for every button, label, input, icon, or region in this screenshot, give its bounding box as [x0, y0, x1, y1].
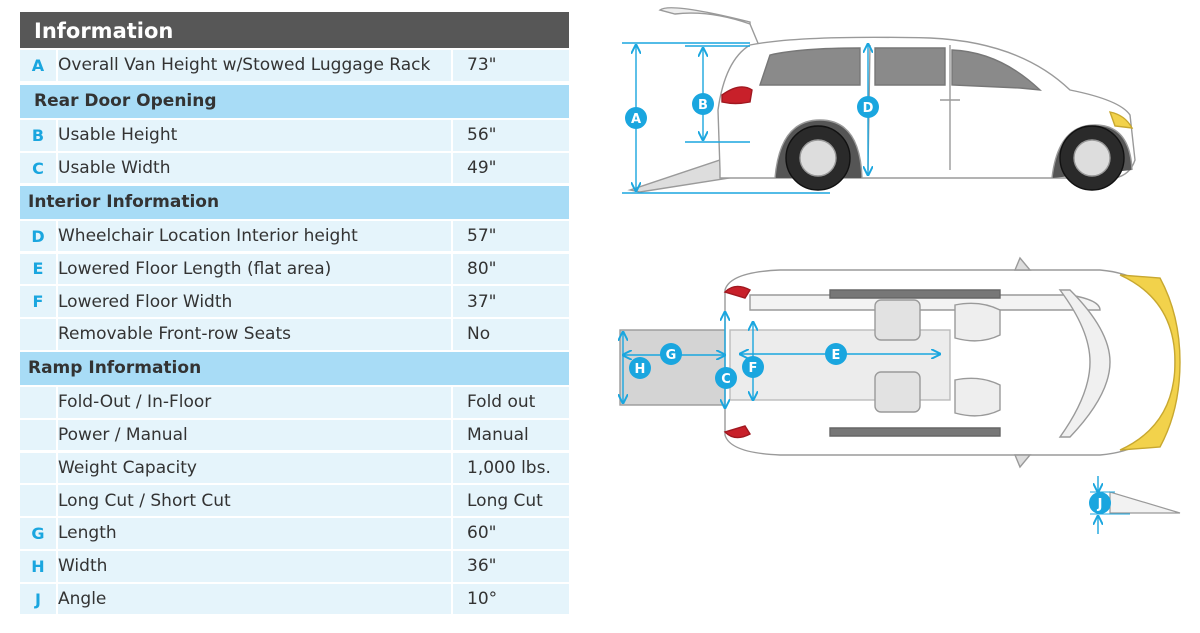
row-key [20, 319, 56, 350]
marker-j: J [1097, 497, 1103, 512]
row-label: Usable Width [58, 152, 451, 184]
row-value: Long Cut [453, 485, 569, 516]
row-key: C [20, 152, 56, 184]
marker-f: F [742, 356, 764, 378]
row-label: Wheelchair Location Interior height [58, 220, 451, 252]
svg-text:G: G [666, 348, 677, 363]
row-key: B [20, 119, 56, 151]
svg-text:F: F [749, 361, 758, 376]
row-value: Manual [453, 419, 569, 451]
row-label: Fold-Out / In-Floor [58, 387, 451, 418]
row-value: 37" [453, 286, 569, 317]
table-row: A Overall Van Height w/Stowed Luggage Ra… [20, 50, 569, 81]
row-value: 57" [453, 220, 569, 252]
row-label: Lowered Floor Width [58, 286, 451, 317]
svg-text:C: C [721, 372, 731, 387]
table-row: Fold-Out / In-Floor Fold out [20, 387, 569, 418]
row-value: 10° [453, 583, 569, 615]
marker-g: G [660, 343, 682, 365]
row-label: Width [58, 550, 451, 582]
row-key: F [20, 286, 56, 317]
svg-text:D: D [863, 101, 874, 116]
row-value: 49" [453, 152, 569, 184]
svg-text:B: B [698, 98, 708, 113]
van-dimension-diagram: A B D [600, 7, 1181, 534]
row-key [20, 387, 56, 418]
ramp-angle-diagram: J [1089, 476, 1181, 534]
spec-table: Information A Overall Van Height w/Stowe… [20, 12, 569, 615]
svg-text:E: E [832, 348, 841, 363]
row-key: A [20, 50, 56, 81]
table-row: Removable Front-row Seats No [20, 319, 569, 350]
marker-h: H [629, 357, 651, 379]
row-label: Lowered Floor Length (flat area) [58, 253, 451, 285]
row-value: 73" [453, 50, 569, 81]
row-key: E [20, 253, 56, 285]
row-label: Long Cut / Short Cut [58, 485, 451, 516]
row-value: No [453, 319, 569, 350]
marker-c: C [715, 367, 737, 389]
section-header: Rear Door Opening [20, 84, 569, 118]
row-key: J [20, 583, 56, 615]
row-key: H [20, 550, 56, 582]
table-row: Power / Manual Manual [20, 419, 569, 451]
table-row: C Usable Width 49" [20, 152, 569, 184]
row-label: Removable Front-row Seats [58, 319, 451, 350]
row-label: Length [58, 518, 451, 549]
row-key: G [20, 518, 56, 549]
table-row: D Wheelchair Location Interior height 57… [20, 220, 569, 252]
table-row: G Length 60" [20, 518, 569, 549]
svg-text:H: H [635, 362, 646, 377]
marker-e: E [825, 343, 847, 365]
table-title: Information [20, 12, 569, 48]
row-value: 60" [453, 518, 569, 549]
row-key: D [20, 220, 56, 252]
row-key [20, 452, 56, 484]
table-row: F Lowered Floor Width 37" [20, 286, 569, 317]
row-value: 80" [453, 253, 569, 285]
row-label: Weight Capacity [58, 452, 451, 484]
row-label: Overall Van Height w/Stowed Luggage Rack [58, 50, 451, 81]
section-header: Ramp Information [20, 351, 569, 385]
row-key [20, 419, 56, 451]
svg-text:A: A [631, 112, 641, 127]
row-value: Fold out [453, 387, 569, 418]
row-label: Usable Height [58, 119, 451, 151]
row-value: 56" [453, 119, 569, 151]
marker-a: A [625, 107, 647, 129]
row-key [20, 485, 56, 516]
table-row: Long Cut / Short Cut Long Cut [20, 485, 569, 516]
row-label: Power / Manual [58, 419, 451, 451]
marker-d: D [857, 96, 879, 118]
row-value: 36" [453, 550, 569, 582]
section-header: Interior Information [20, 185, 569, 219]
van-top-view [619, 256, 1181, 469]
table-row: H Width 36" [20, 550, 569, 582]
table-row: E Lowered Floor Length (flat area) 80" [20, 253, 569, 285]
van-side-view [627, 7, 1136, 193]
marker-b: B [692, 93, 714, 115]
table-row: B Usable Height 56" [20, 119, 569, 151]
row-value: 1,000 lbs. [453, 452, 569, 484]
table-row: J Angle 10° [20, 583, 569, 615]
row-label: Angle [58, 583, 451, 615]
table-row: Weight Capacity 1,000 lbs. [20, 452, 569, 484]
